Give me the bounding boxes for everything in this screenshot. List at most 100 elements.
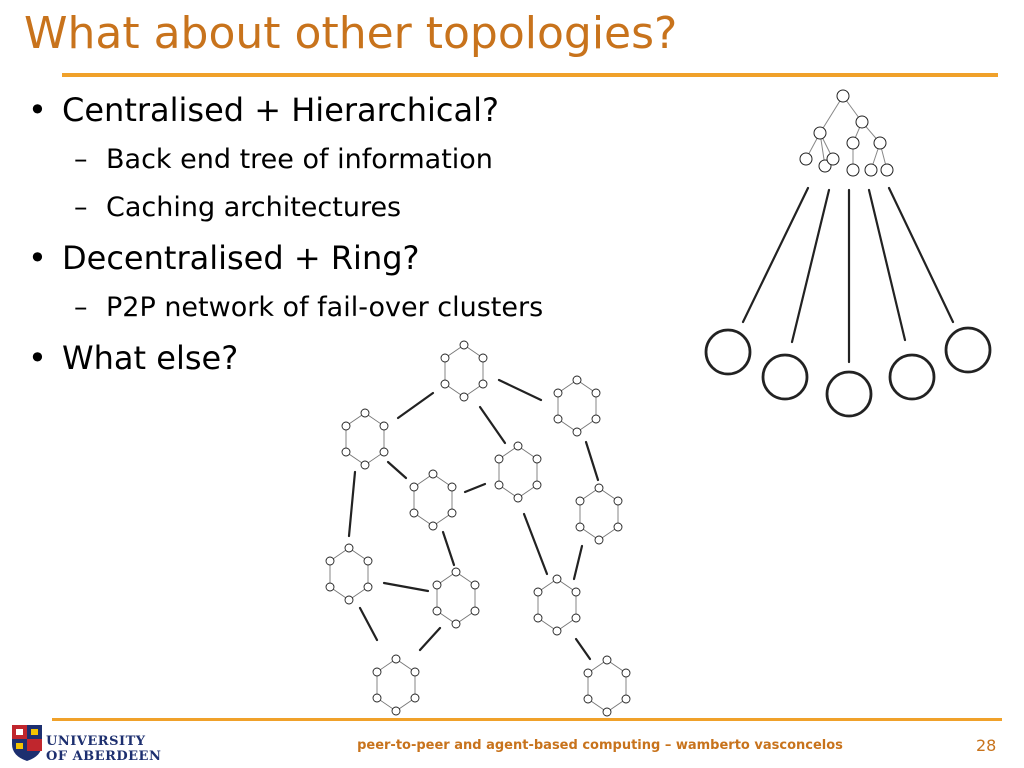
cluster-link [478, 405, 507, 445]
ring-edge [537, 578, 558, 593]
peer-node [432, 580, 442, 590]
peer-node [363, 582, 373, 592]
peer-node [410, 693, 420, 703]
ring-edge [606, 698, 627, 713]
peer-node [594, 483, 604, 493]
peer-node [621, 694, 631, 704]
ring-edge [606, 659, 627, 674]
tree-node [826, 152, 840, 166]
ring-cluster [553, 375, 601, 437]
tree-node [873, 136, 887, 150]
cluster-link [584, 440, 600, 482]
ring-edge [455, 610, 476, 625]
logo-line-1: UNIVERSITY [46, 734, 146, 749]
ring-edge [556, 617, 577, 632]
peer-node [325, 582, 335, 592]
cluster-link [382, 581, 430, 593]
peer-node [372, 667, 382, 677]
ring-cluster [432, 567, 480, 629]
peer-node [613, 522, 623, 532]
ring-edge [348, 586, 369, 601]
cache-server-node [825, 370, 873, 418]
bullet-item: • What else? [28, 332, 543, 384]
peer-node [428, 469, 438, 479]
ring-edge [576, 379, 597, 394]
cache-link [867, 188, 907, 342]
peer-node [410, 667, 420, 677]
ring-edge [345, 451, 366, 466]
peer-node [602, 707, 612, 717]
ring-cluster [341, 408, 389, 470]
peer-node [571, 613, 581, 623]
ring-edge [436, 571, 457, 586]
ring-edge [329, 547, 350, 562]
ring-cluster [372, 654, 420, 716]
peer-node [325, 556, 335, 566]
peer-node [591, 388, 601, 398]
ring-edge [364, 451, 385, 466]
sub-bullet-item: – P2P network of fail-over clusters [28, 284, 543, 332]
ring-cluster [409, 469, 457, 531]
university-logo: UNIVERSITY OF ABERDEEN [10, 718, 161, 766]
bullet-glyph: • [28, 91, 47, 129]
logo-line-2: OF ABERDEEN [46, 749, 162, 764]
peer-node [409, 482, 419, 492]
ring-edge [432, 512, 453, 527]
tree-edge [819, 95, 844, 134]
cache-server-node [888, 353, 936, 401]
ring-edge [376, 697, 397, 712]
sub-bullet-glyph: – [74, 292, 88, 323]
peer-node [572, 427, 582, 437]
peer-node [621, 668, 631, 678]
cluster-link [441, 530, 456, 567]
ring-edge [576, 418, 597, 433]
ring-edge [463, 383, 484, 398]
peer-node [583, 668, 593, 678]
ring-edge [587, 659, 608, 674]
ring-edge [517, 445, 538, 460]
peer-node [409, 508, 419, 518]
bullet-text: What else? [62, 339, 239, 377]
title-divider [62, 73, 998, 77]
cache-link [790, 188, 831, 344]
ring-edge [329, 586, 350, 601]
peer-node [470, 580, 480, 590]
ring-edge [579, 487, 600, 502]
bullet-glyph: • [28, 239, 47, 277]
ring-edge [557, 379, 578, 394]
peer-node [447, 508, 457, 518]
cache-server-node [944, 326, 992, 374]
peer-node [532, 480, 542, 490]
ring-edge [395, 697, 416, 712]
ring-edge [432, 473, 453, 488]
peer-node [571, 587, 581, 597]
ring-cluster [494, 441, 542, 503]
cluster-link [418, 626, 442, 652]
peer-node [451, 619, 461, 629]
tree-node [846, 163, 860, 177]
peer-node [379, 447, 389, 457]
ring-edge [587, 698, 608, 713]
cache-link [887, 186, 955, 324]
peer-node [532, 454, 542, 464]
peer-node [432, 606, 442, 616]
peer-node [591, 414, 601, 424]
peer-node [494, 454, 504, 464]
peer-node [428, 521, 438, 531]
ring-cluster [575, 483, 623, 545]
sub-bullet-glyph: – [74, 192, 88, 223]
cluster-link [386, 460, 408, 480]
cache-link [741, 186, 810, 324]
ring-edge [413, 473, 434, 488]
peer-node [572, 375, 582, 385]
ring-edge [498, 484, 519, 499]
cluster-link [358, 606, 379, 642]
peer-node [575, 496, 585, 506]
peer-node [341, 421, 351, 431]
ring-edge [376, 658, 397, 673]
ring-edge [455, 571, 476, 586]
peer-node [533, 613, 543, 623]
ring-edge [444, 383, 465, 398]
bullet-text: Decentralised + Ring? [62, 239, 420, 277]
tree-node [864, 163, 878, 177]
